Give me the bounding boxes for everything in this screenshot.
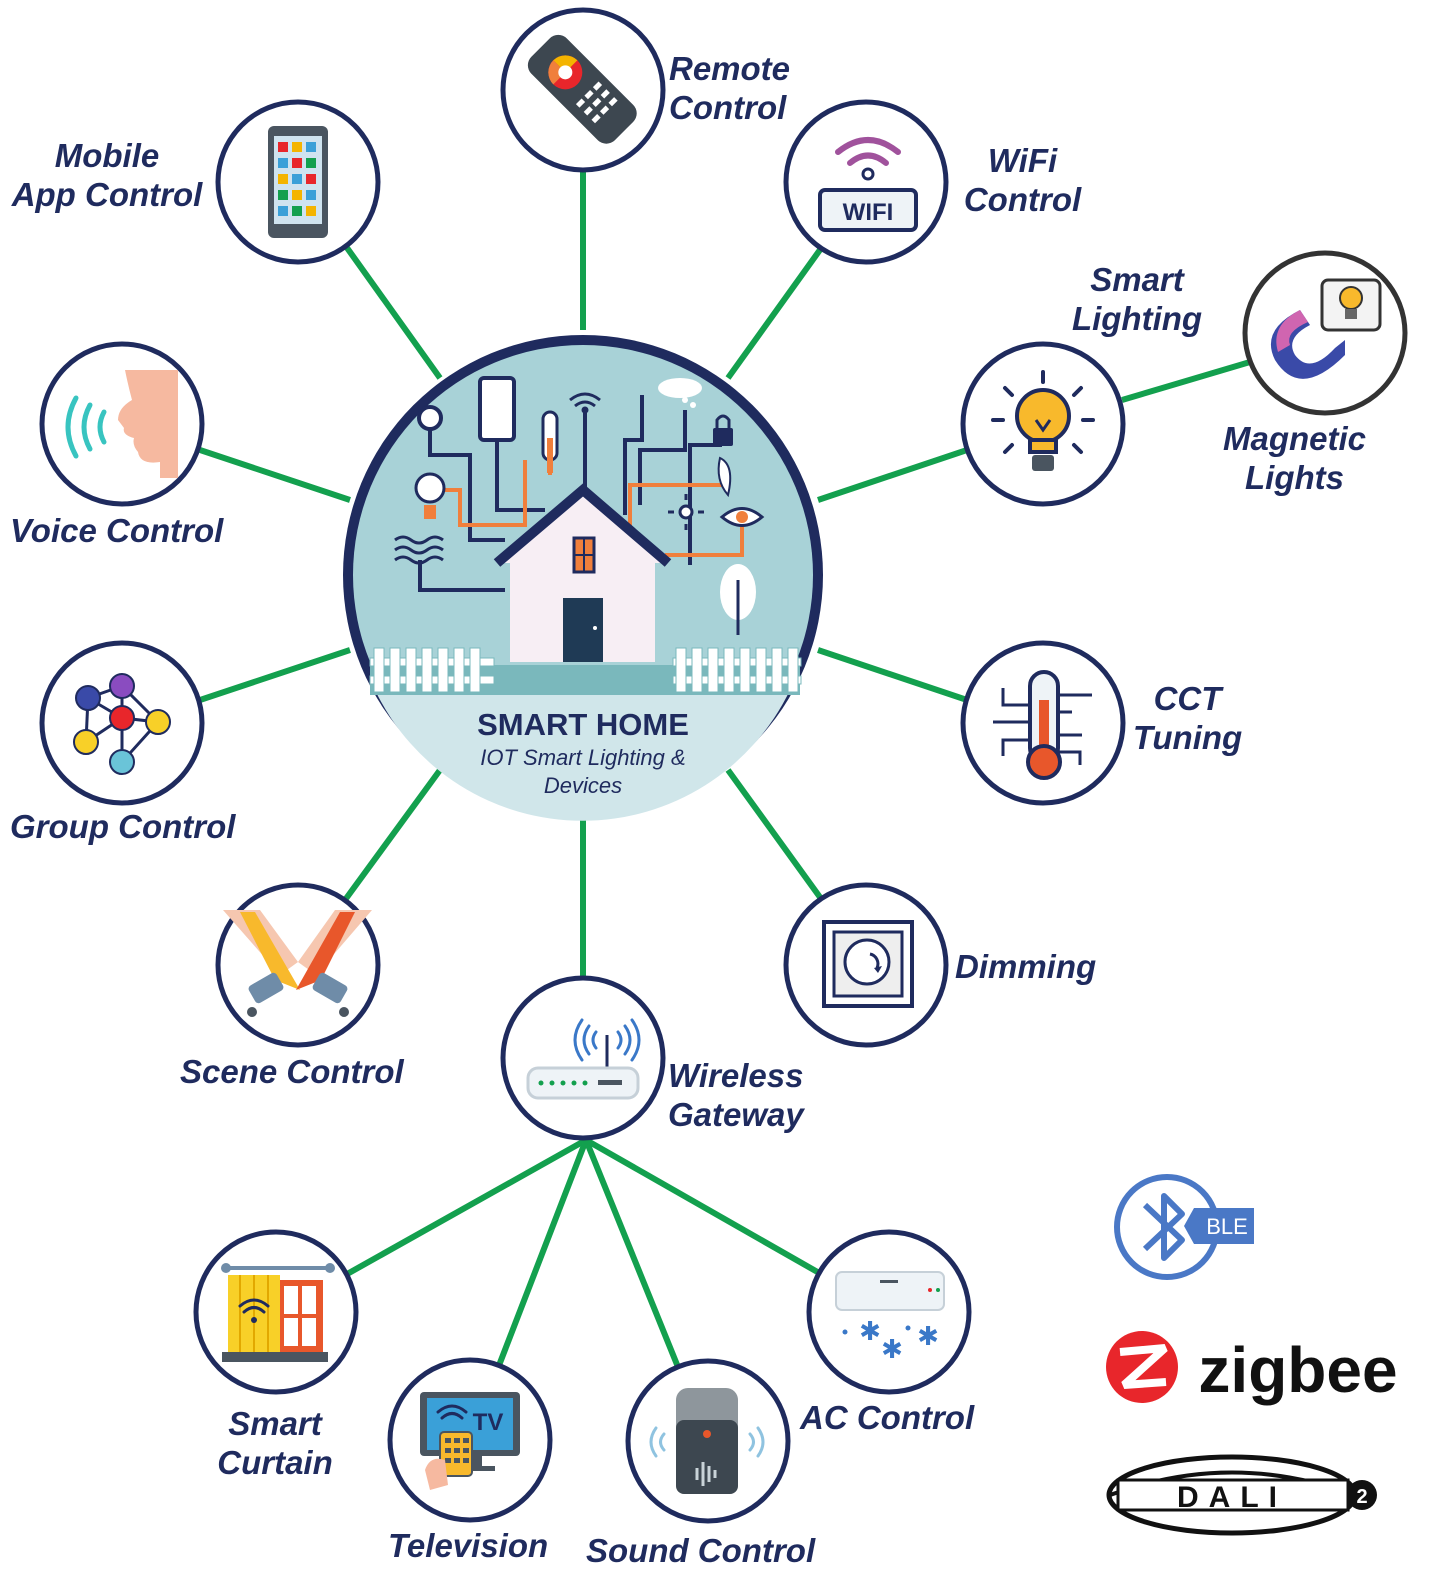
hub-title: SMART HOME bbox=[477, 707, 689, 742]
sound-label: Sound Control bbox=[586, 1532, 816, 1569]
voice-head-icon bbox=[65, 370, 178, 478]
group-label: Group Control bbox=[10, 808, 236, 845]
connector-television bbox=[495, 1138, 589, 1370]
lightbulb-icon bbox=[414, 472, 446, 519]
wifi-signal-icon bbox=[569, 392, 601, 414]
voice-label: Voice Control bbox=[10, 512, 224, 549]
zigbee-logo: zigbee bbox=[1106, 1331, 1398, 1406]
connector-dimming bbox=[725, 768, 825, 902]
gateway-circle bbox=[500, 975, 666, 1141]
svg-text:✱: ✱ bbox=[917, 1322, 939, 1352]
fence-right-icon bbox=[672, 647, 802, 693]
house-icon bbox=[493, 483, 672, 662]
air-conditioner-icon: ✱✱✱ bbox=[835, 1271, 945, 1365]
ble-label: BLE bbox=[1206, 1214, 1248, 1239]
connector-mobile bbox=[342, 243, 443, 380]
wifi-circle bbox=[783, 99, 949, 265]
thermometer-icon bbox=[541, 410, 559, 473]
smart-curtain-icon bbox=[221, 1263, 335, 1362]
connector-voice bbox=[199, 447, 351, 503]
group-network-icon bbox=[73, 673, 171, 775]
wifi-router-icon: WIFI bbox=[818, 137, 918, 232]
leaf-icon bbox=[717, 456, 732, 498]
connector-magnetic bbox=[1121, 359, 1251, 403]
smart-home-hub bbox=[343, 335, 823, 821]
wireless-router-icon bbox=[526, 1018, 641, 1100]
cloud-rain-icon bbox=[658, 378, 702, 408]
fence-left-icon bbox=[369, 647, 495, 693]
ac-label: AC Control bbox=[800, 1399, 975, 1436]
hub-subtitle-line1: IOT Smart Lighting & bbox=[480, 745, 686, 770]
connector-sound bbox=[583, 1138, 683, 1374]
dimming-label: Dimming bbox=[955, 948, 1097, 985]
connector-scene bbox=[342, 768, 443, 902]
scene-circle bbox=[215, 882, 381, 1048]
zigbee-label: zigbee bbox=[1198, 1334, 1397, 1406]
wifi-box-text: WIFI bbox=[843, 199, 894, 226]
magnetic-circle bbox=[1242, 250, 1408, 416]
tree-icon bbox=[720, 564, 756, 635]
key-icon bbox=[417, 405, 443, 431]
smart-bulb-icon bbox=[991, 370, 1095, 471]
svg-text:✱: ✱ bbox=[859, 1317, 881, 1347]
magnet-bulb-icon bbox=[1270, 278, 1382, 379]
sun-icon bbox=[668, 494, 704, 530]
dali-label: DALI bbox=[1177, 1481, 1287, 1514]
cct-thermometer-icon bbox=[993, 670, 1092, 780]
waves-icon bbox=[394, 535, 444, 565]
connector-group bbox=[199, 647, 351, 703]
television-label: Television bbox=[388, 1527, 549, 1564]
remote-control-icon bbox=[527, 34, 637, 144]
svg-text:✱: ✱ bbox=[881, 1335, 903, 1365]
circuit-lines-orange-icon bbox=[432, 430, 744, 557]
connector-ac bbox=[584, 1137, 830, 1281]
lock-icon bbox=[713, 414, 733, 446]
television-icon: TV bbox=[420, 1392, 520, 1490]
connector-smart-lighting bbox=[817, 447, 968, 503]
connector-cct bbox=[817, 647, 968, 703]
circuit-lines-icon bbox=[418, 395, 722, 592]
eye-icon bbox=[719, 507, 765, 527]
bluetooth-ble-logo: BLE bbox=[1114, 1174, 1254, 1280]
ac-circle bbox=[806, 1229, 972, 1395]
hub-subtitle-line2: Devices bbox=[543, 773, 623, 798]
connector-wifi bbox=[725, 245, 825, 380]
connector-lines bbox=[199, 170, 1251, 1374]
connector-curtain bbox=[338, 1137, 588, 1281]
mobile-phone-icon bbox=[268, 126, 328, 238]
dimmer-switch-icon bbox=[822, 920, 914, 1008]
scene-label: Scene Control bbox=[180, 1053, 404, 1090]
phone-icon bbox=[478, 376, 516, 442]
scene-spotlight-icon bbox=[223, 910, 372, 1017]
dali-version: 2 bbox=[1356, 1486, 1367, 1508]
smart-speaker-icon bbox=[649, 1388, 765, 1494]
tv-screen-text: TV bbox=[473, 1409, 504, 1436]
dali-logo: DALI 2 bbox=[1106, 1454, 1377, 1536]
